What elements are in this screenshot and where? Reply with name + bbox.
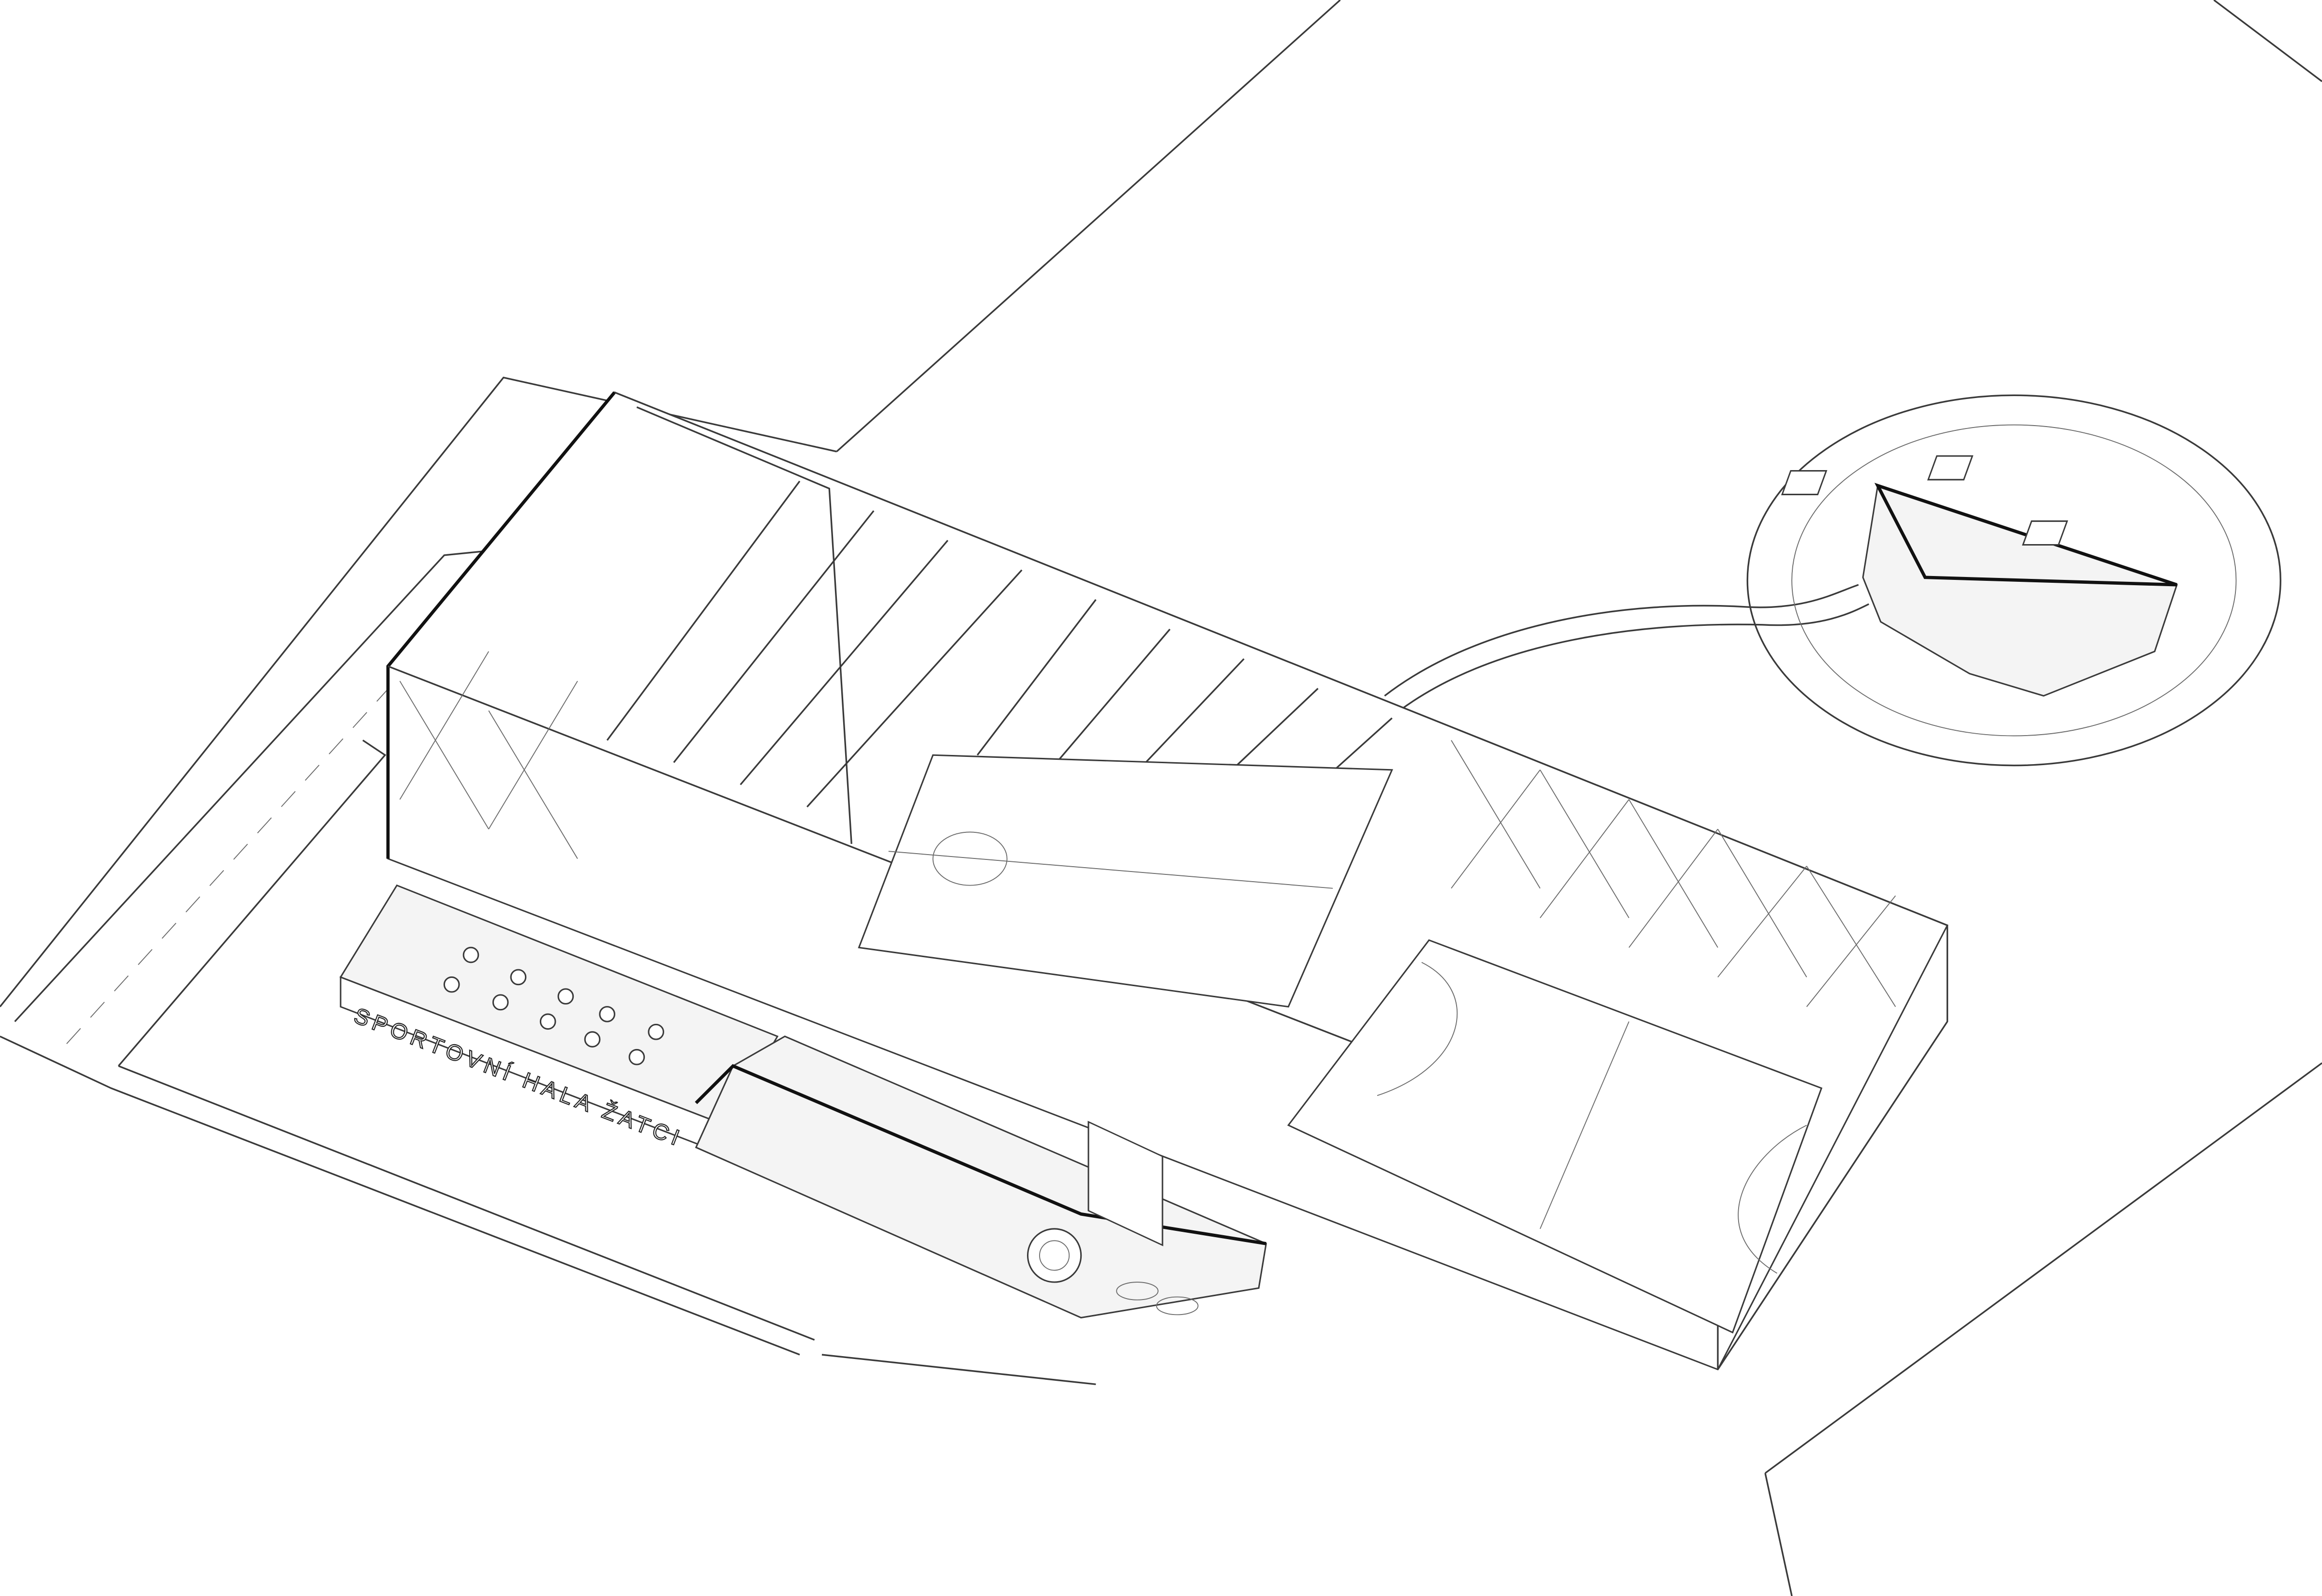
road [0, 376, 1870, 1385]
ground-floor-plan [695, 1035, 1267, 1319]
court-left [858, 754, 1393, 1008]
site-boundary [836, 0, 2322, 1596]
pavilion [1746, 394, 2281, 767]
court-right [1287, 939, 1823, 1334]
